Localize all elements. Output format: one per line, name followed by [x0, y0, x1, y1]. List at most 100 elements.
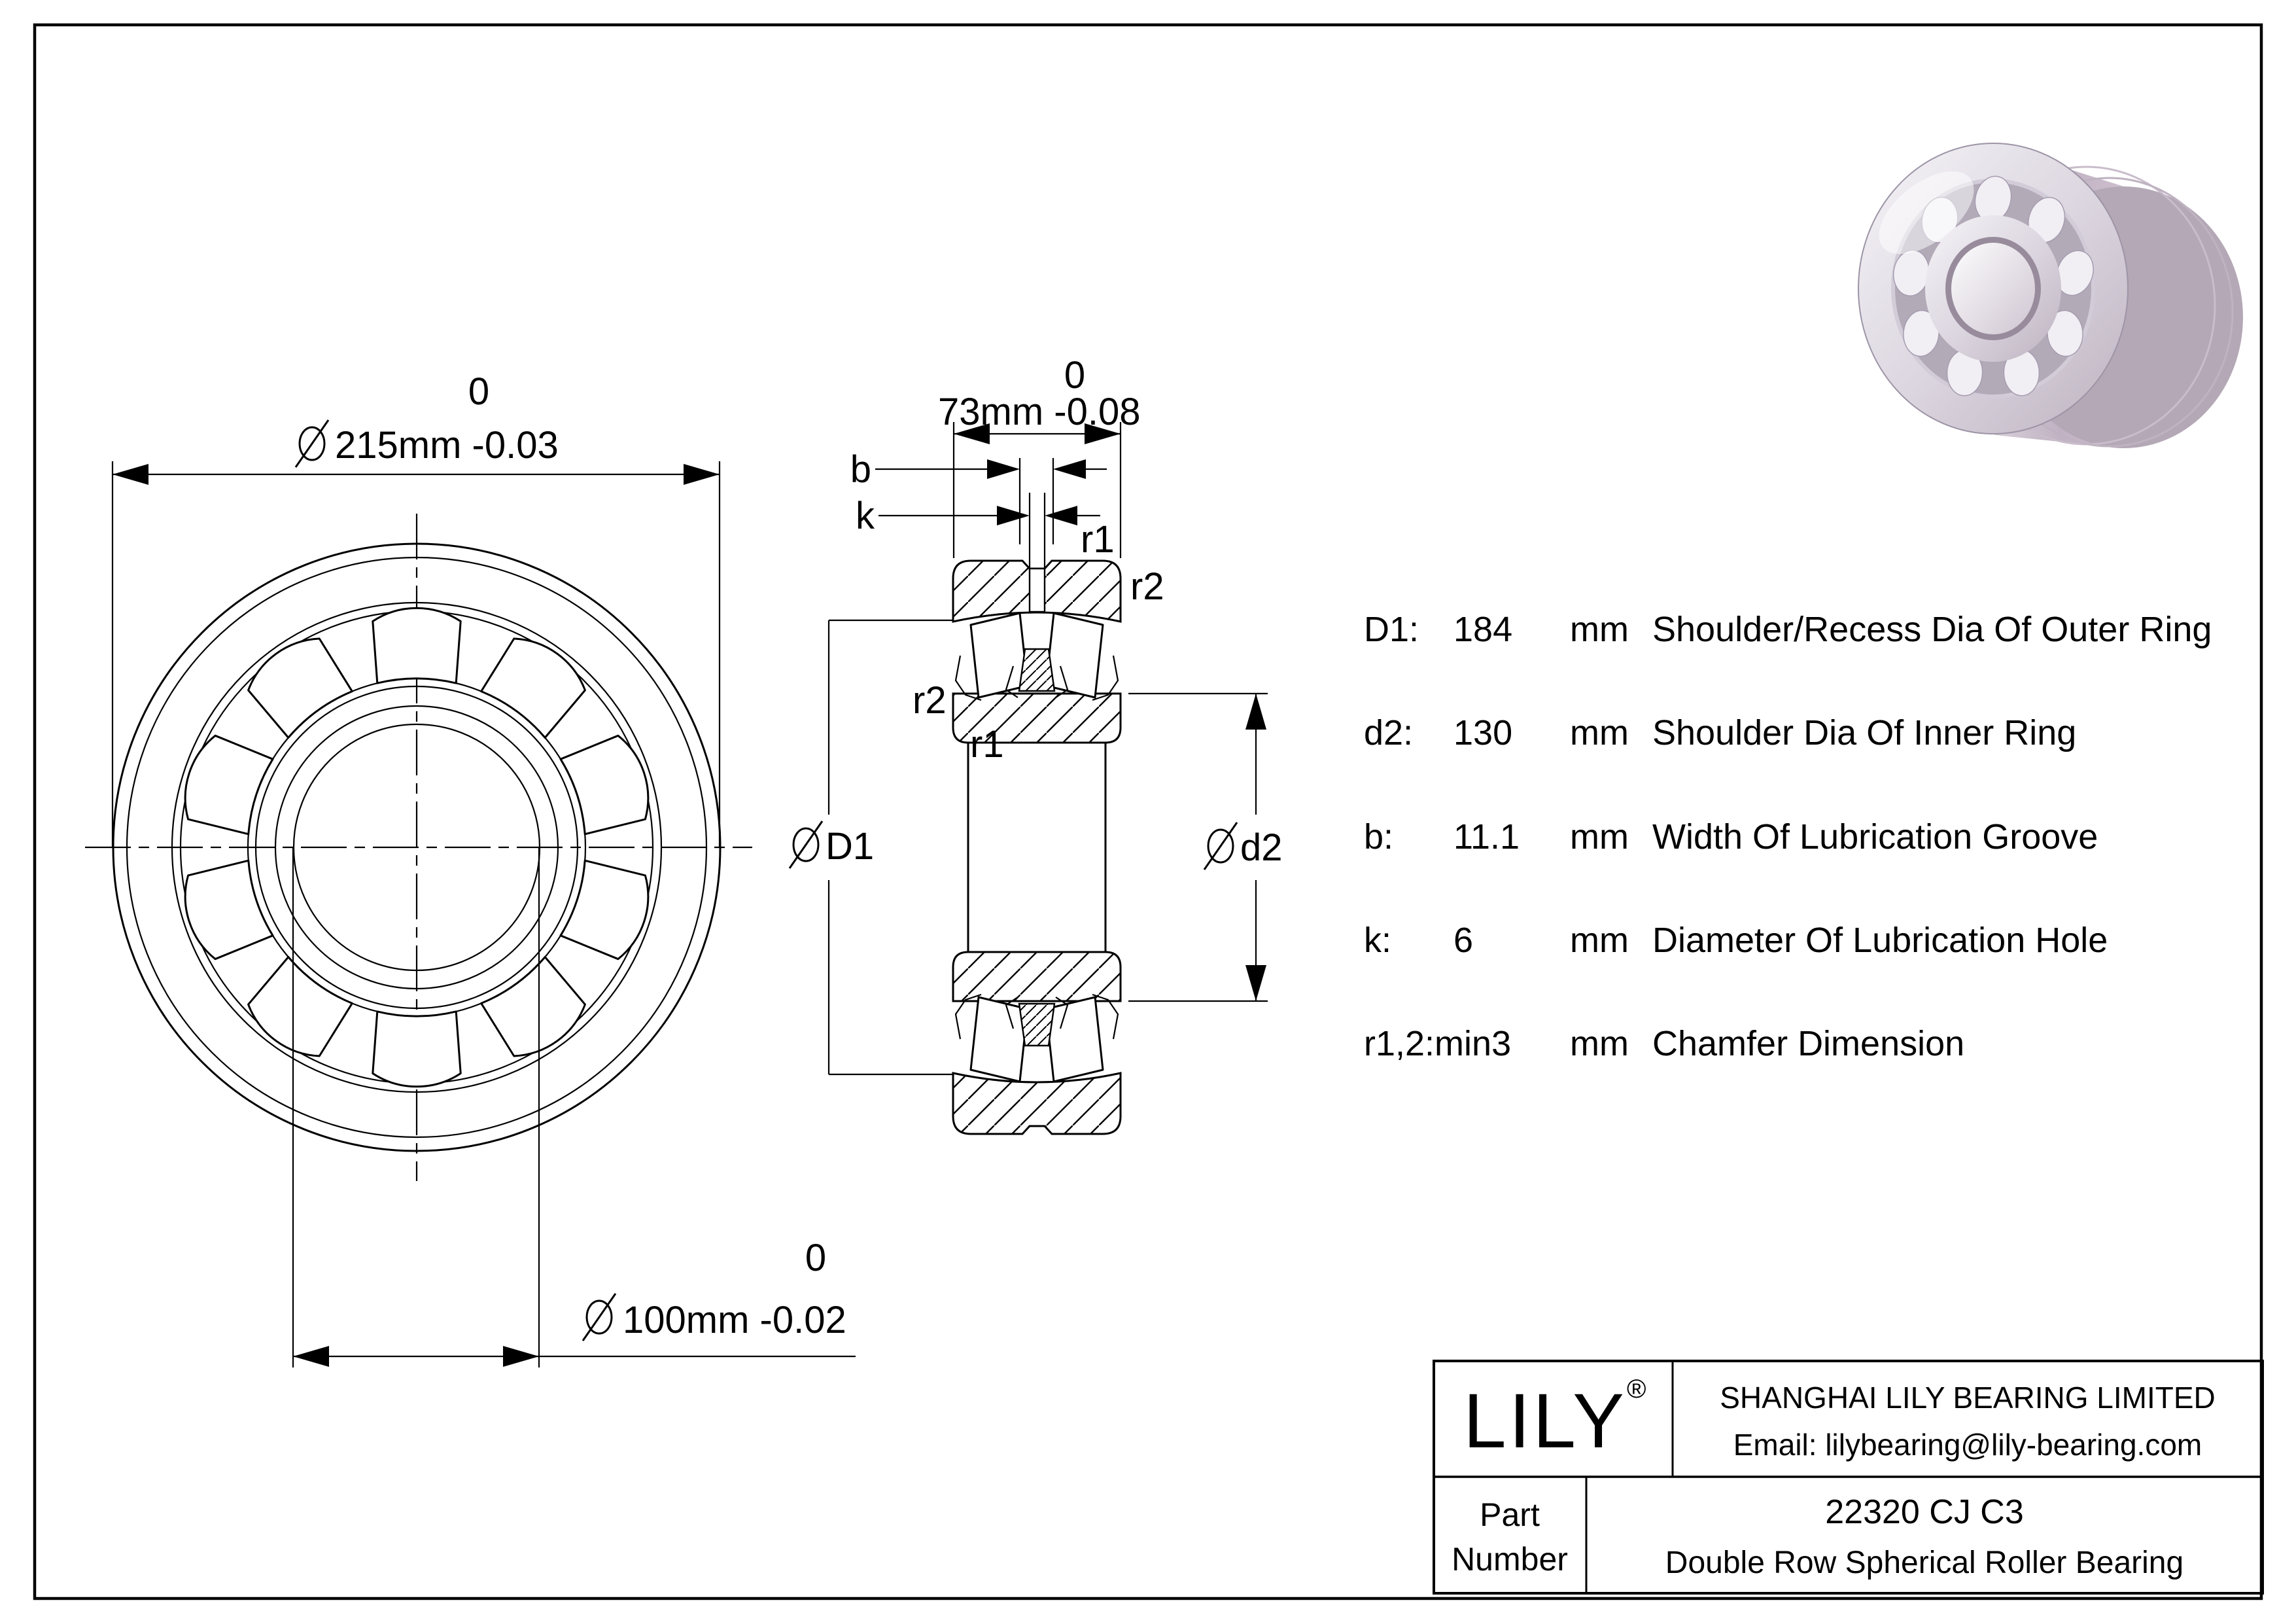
roller: [480, 637, 586, 739]
roller-section: [969, 612, 1029, 699]
spec-param: b:: [1364, 817, 1393, 856]
spec-unit: mm: [1570, 817, 1629, 856]
cage-inner-circle: [254, 685, 579, 1010]
spec-row: r1,2:min3 mm Chamfer Dimension: [1364, 1024, 1964, 1063]
spec-value: 11.1: [1453, 817, 1520, 856]
spec-unit: mm: [1570, 921, 1629, 960]
part-number: 22320 CJ C3: [1825, 1493, 2024, 1531]
dimension-width: 73mm -0.08 0: [938, 354, 1140, 558]
cage-line: [954, 655, 982, 701]
outer-ring-chamfer-circle: [126, 556, 708, 1139]
roller: [247, 956, 353, 1057]
spec-param: d2:: [1364, 713, 1413, 752]
outer-ring-bottom-section: [952, 1072, 1122, 1135]
diameter-symbol-icon: [788, 821, 824, 869]
diameter-symbol-icon: [1203, 822, 1238, 870]
tolerance-upper: 0: [468, 370, 489, 413]
arrowhead-right-icon: [987, 459, 1020, 479]
dimension-hole-diameter: k: [856, 493, 1100, 569]
arrowhead-left-icon: [293, 1346, 329, 1367]
d2-label: d2: [1240, 826, 1283, 869]
company-logo: LILY: [1463, 1378, 1627, 1464]
dimension-d1: D1: [788, 619, 953, 1076]
part-description: Double Row Spherical Roller Bearing: [1665, 1545, 2183, 1580]
arrowhead-down-icon: [1245, 965, 1266, 1001]
spec-desc: Shoulder Dia Of Inner Ring: [1652, 713, 2076, 752]
photo-roller: [2047, 309, 2083, 357]
registered-mark-icon: ®: [1627, 1375, 1646, 1403]
d1-label: D1: [826, 825, 874, 868]
arrowhead-left-icon: [113, 464, 148, 485]
arrowhead-right-icon: [997, 506, 1030, 525]
dimension-bore-diameter: 100mm -0.02 0: [292, 847, 856, 1368]
spec-desc: Width Of Lubrication Groove: [1652, 817, 2098, 856]
bore-surface: [1951, 243, 2035, 334]
diameter-symbol-icon: [582, 1293, 617, 1341]
roller-section: [1045, 996, 1104, 1083]
r1-label-top: r1: [1081, 518, 1115, 561]
cage-line: [1055, 665, 1069, 698]
lubrication-hole: [1028, 567, 1046, 613]
dimension-d2: d2: [1128, 692, 1283, 1002]
spec-desc: Chamfer Dimension: [1652, 1024, 1964, 1063]
dimension-text: 73mm -0.08: [938, 391, 1140, 433]
roller: [247, 637, 353, 739]
cage-line: [1005, 997, 1018, 1029]
part-label-line2: Number: [1452, 1541, 1568, 1578]
roller: [480, 956, 586, 1057]
part-label-line1: Part: [1480, 1496, 1540, 1533]
tolerance-upper: 0: [805, 1237, 826, 1279]
r2-label-left: r2: [913, 679, 947, 722]
inner-race-edge-circle: [247, 677, 587, 1017]
cage-line: [1055, 997, 1069, 1029]
guide-rib-section: [1018, 1002, 1056, 1047]
spec-desc: Diameter Of Lubrication Hole: [1652, 921, 2108, 960]
cage-line: [1092, 993, 1119, 1040]
roller-set: [184, 607, 650, 1088]
arrowhead-right-icon: [1085, 423, 1121, 444]
arrowhead-left-icon: [1053, 459, 1086, 479]
k-label: k: [856, 495, 875, 537]
front-view: 215mm -0.03 0 100mm -0.02 0: [85, 370, 856, 1368]
company-name: SHANGHAI LILY BEARING LIMITED: [1720, 1381, 2216, 1415]
cage-line: [1005, 665, 1018, 698]
spec-value: 130: [1453, 713, 1512, 752]
spec-param: r1,2:min3: [1364, 1024, 1511, 1063]
spec-row: d2: 130 mm Shoulder Dia Of Inner Ring: [1364, 713, 2076, 752]
arrowhead-left-icon: [954, 423, 990, 444]
spec-unit: mm: [1570, 1024, 1629, 1063]
guide-rib-section: [1018, 648, 1056, 692]
tolerance-upper: 0: [1064, 354, 1085, 397]
spec-table: D1: 184 mm Shoulder/Recess Dia Of Outer …: [1364, 610, 2212, 1063]
spec-param: k:: [1364, 921, 1391, 960]
r2-label-top-right: r2: [1130, 565, 1164, 608]
inner-ring-bottom-section: [952, 951, 1122, 1002]
roller-section: [1045, 612, 1104, 699]
section-view: 73mm -0.08 0 b k: [788, 354, 1283, 1135]
roller: [372, 1010, 462, 1088]
dimension-groove-width: b: [850, 448, 1107, 544]
arrowhead-right-icon: [503, 1346, 539, 1367]
dimension-text: 100mm -0.02: [623, 1299, 846, 1341]
company-email: Email: lilybearing@lily-bearing.com: [1733, 1428, 2202, 1462]
dimension-outer-diameter: 215mm -0.03 0: [111, 370, 721, 847]
specular-highlight: [1879, 171, 1974, 255]
photo-roller: [2056, 250, 2094, 296]
spec-row: D1: 184 mm Shoulder/Recess Dia Of Outer …: [1364, 610, 2212, 649]
spec-row: k: 6 mm Diameter Of Lubrication Hole: [1364, 921, 2108, 960]
cage-line: [1092, 655, 1119, 701]
spec-unit: mm: [1570, 713, 1629, 752]
arrowhead-up-icon: [1245, 694, 1266, 730]
inner-ring-chamfer-circle: [274, 705, 559, 990]
spec-param: D1:: [1364, 610, 1419, 649]
bearing-photo: [1858, 143, 2243, 448]
r1-label-left: r1: [970, 723, 1004, 766]
diameter-symbol-icon: [294, 419, 330, 468]
title-block: LILY ® SHANGHAI LILY BEARING LIMITED Ema…: [1433, 1360, 2264, 1595]
spec-value: 184: [1453, 610, 1512, 649]
spec-unit: mm: [1570, 610, 1629, 649]
spec-row: b: 11.1 mm Width Of Lubrication Groove: [1364, 817, 2098, 856]
b-label: b: [850, 448, 871, 491]
spec-desc: Shoulder/Recess Dia Of Outer Ring: [1652, 610, 2212, 649]
